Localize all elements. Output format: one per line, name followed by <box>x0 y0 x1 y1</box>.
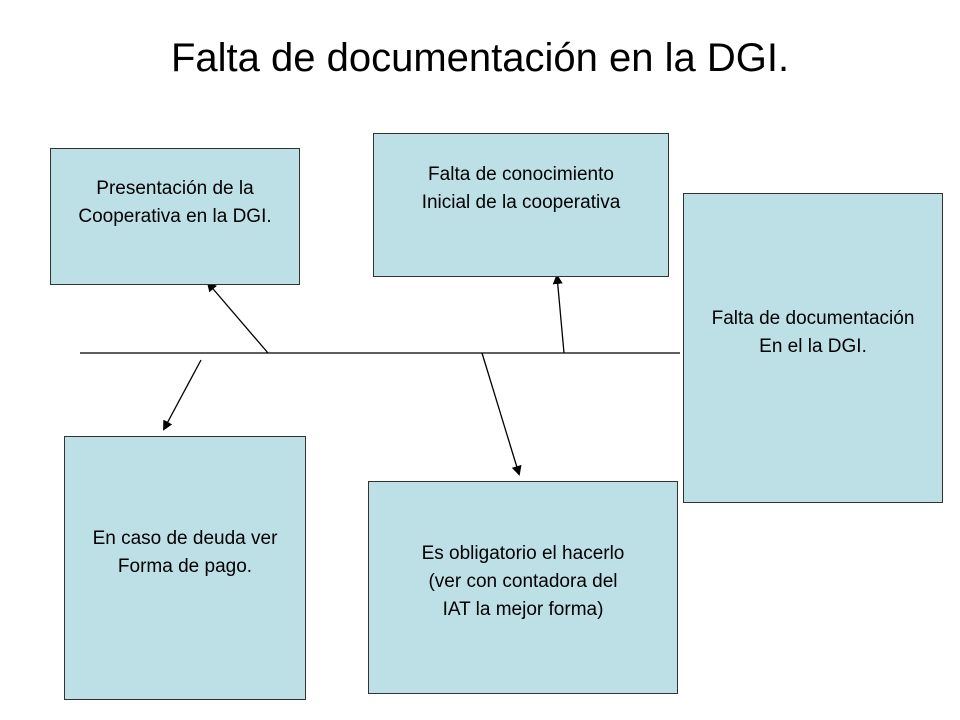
box-text-line: En el la DGI. <box>759 336 867 357</box>
arrow-to-presentacion <box>206 281 269 354</box>
arrow-to-conocimiento <box>552 274 565 354</box>
box-text-line: Presentación de la <box>96 178 254 199</box>
effect-box: Falta de documentación En el la DGI. <box>683 193 943 503</box>
box-text-line: Falta de conocimiento <box>428 164 614 185</box>
box-text-line: Cooperativa en la DGI. <box>78 206 272 227</box>
box-text-line: Inicial de la cooperativa <box>421 192 621 213</box>
box-text-line: Falta de documentación <box>711 308 915 329</box>
diagram-title: Falta de documentación en la DGI. <box>170 36 790 80</box>
box-text-line: IAT la mejor forma) <box>442 599 604 620</box>
box-text-line: (ver con contadora del <box>428 571 618 592</box>
box-text-line: En caso de deuda ver <box>92 528 278 549</box>
arrow-to-obligatorio <box>481 352 522 476</box>
box-text-line: Es obligatorio el hacerlo <box>421 543 625 564</box>
arrow-to-deuda <box>163 359 202 431</box>
cause-box-deuda: En caso de deuda ver Forma de pago. <box>64 436 306 700</box>
box-text-line: Forma de pago. <box>117 556 253 577</box>
cause-box-conocimiento: Falta de conocimiento Inicial de la coop… <box>373 133 669 277</box>
cause-box-obligatorio: Es obligatorio el hacerlo (ver con conta… <box>368 481 678 694</box>
cause-box-presentacion: Presentación de la Cooperativa en la DGI… <box>50 148 300 285</box>
